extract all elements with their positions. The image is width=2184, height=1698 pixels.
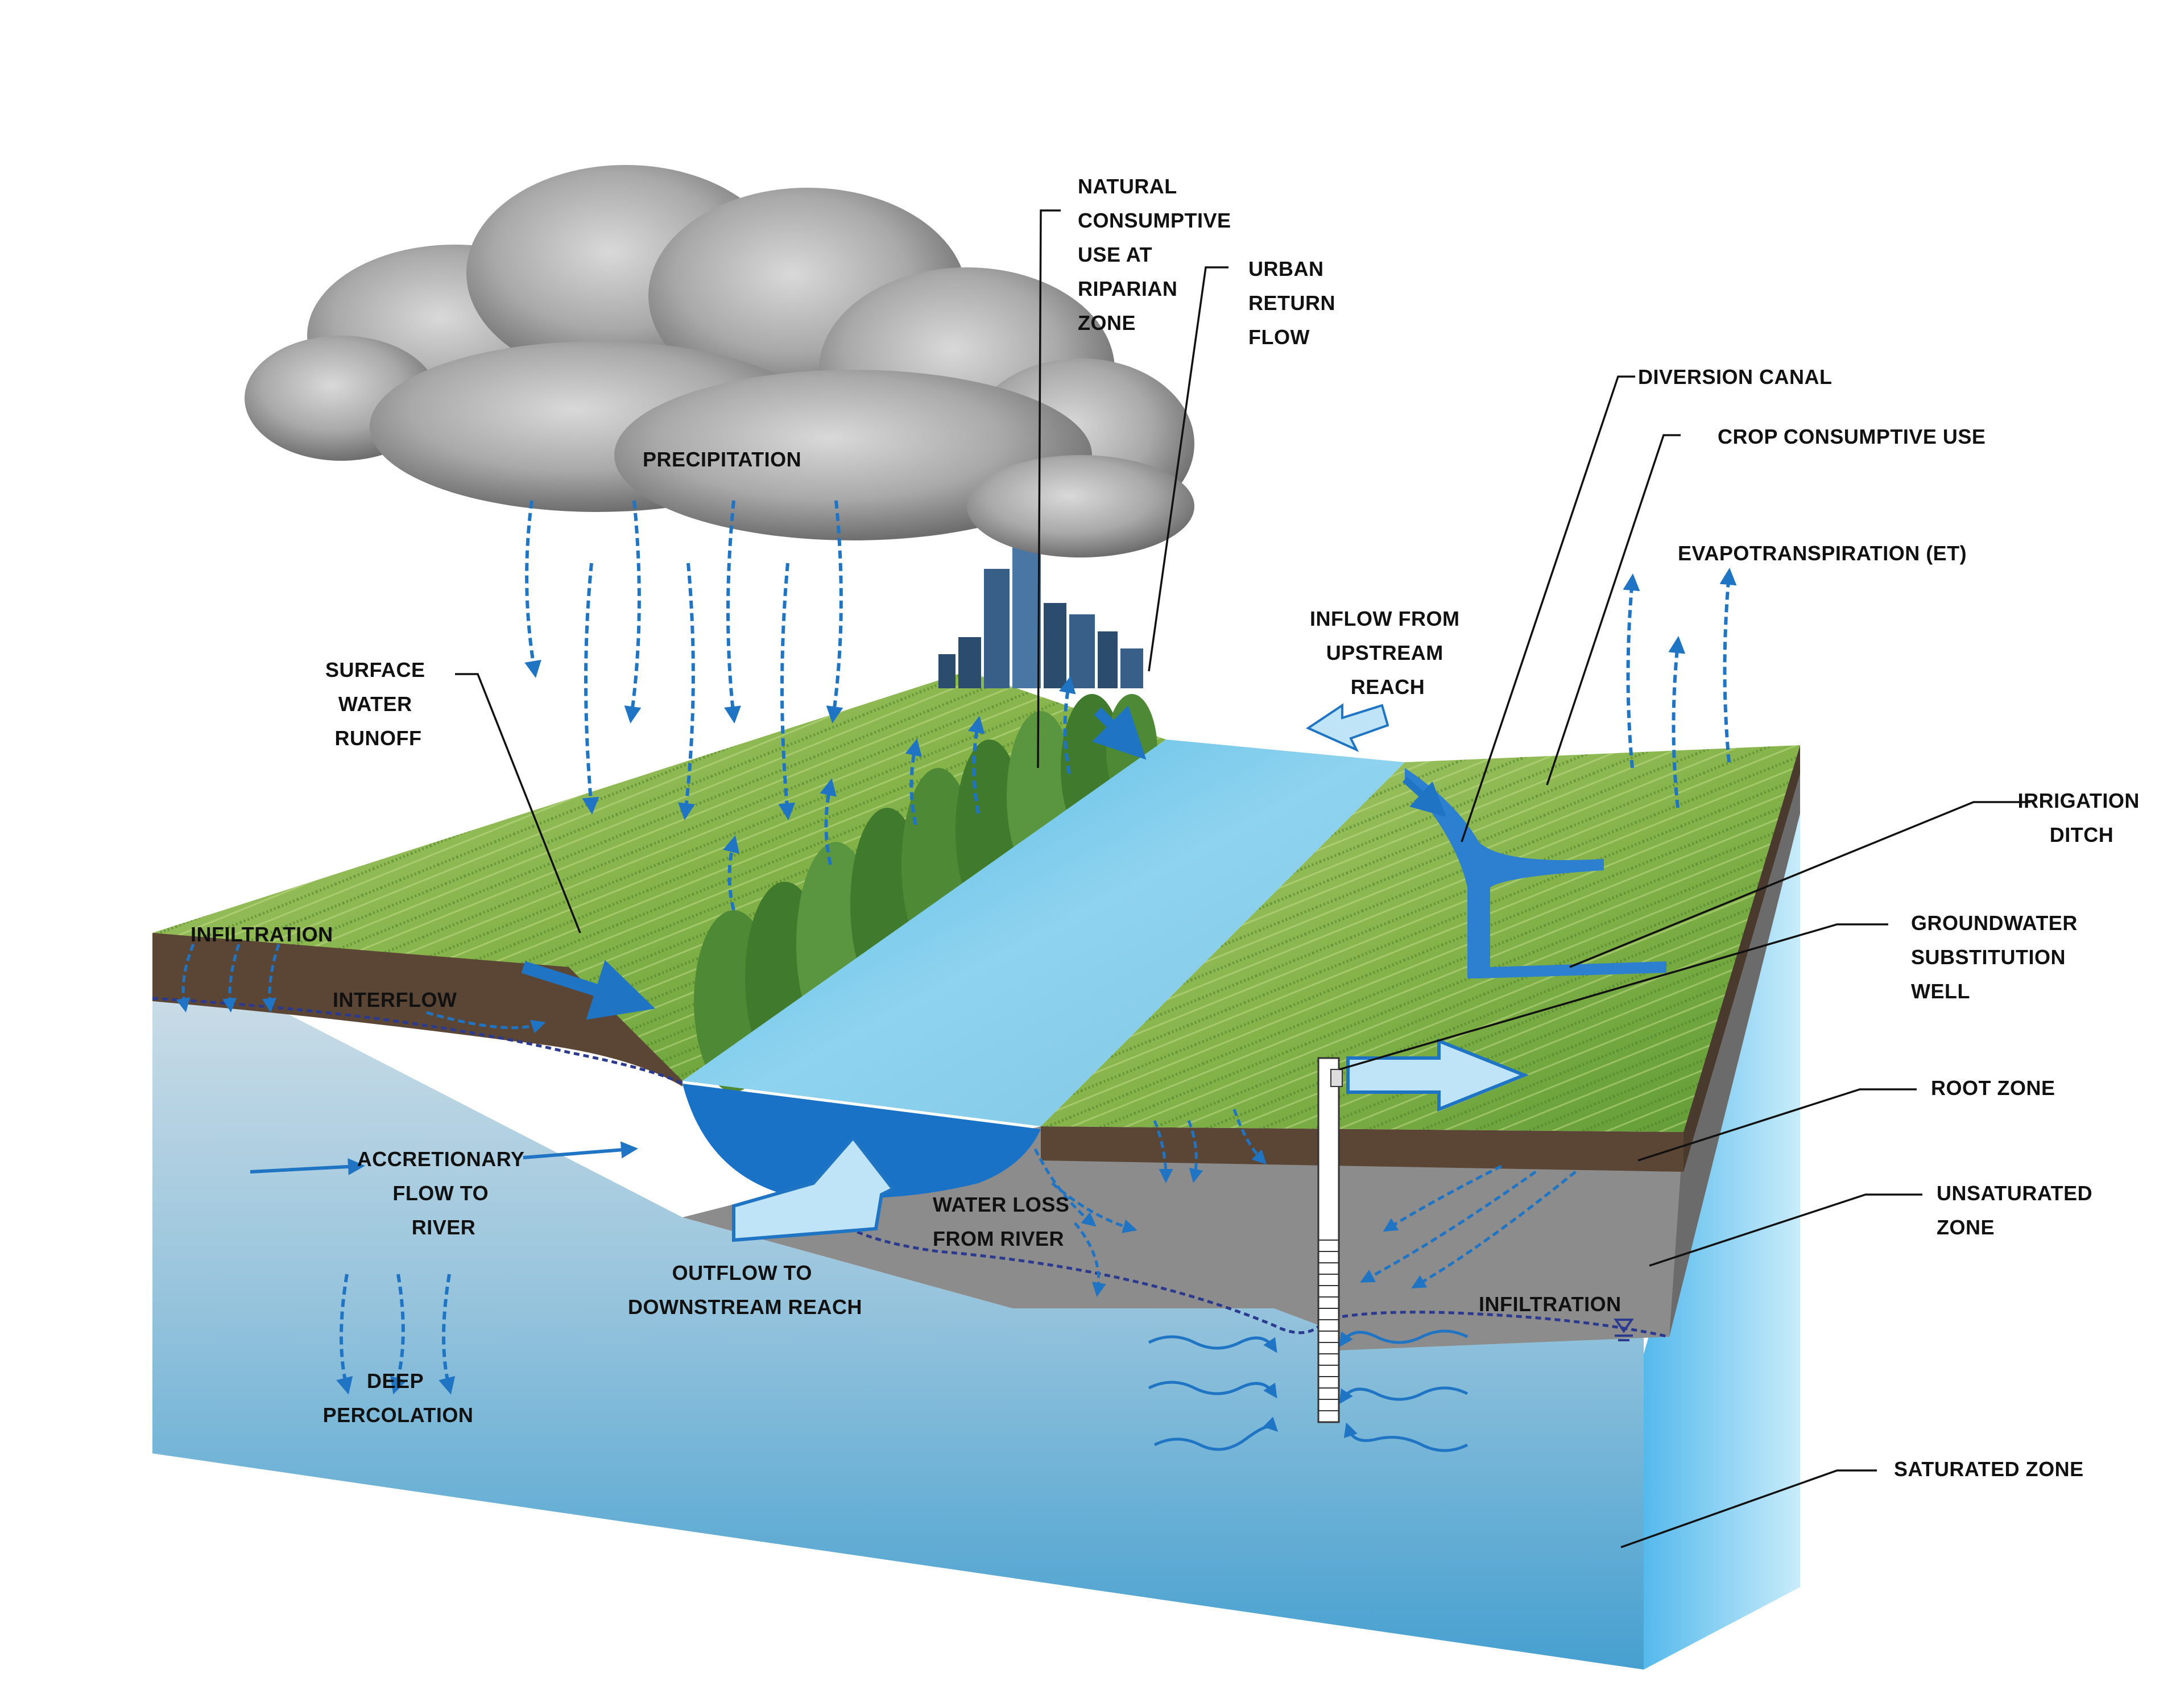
label-accretionary: ACCRETIONARY FLOW TO RIVER xyxy=(357,1147,531,1239)
urban-return-arrow xyxy=(1091,705,1147,760)
precipitation-arrow xyxy=(524,500,541,678)
label-deep-percolation: DEEP PERCOLATION xyxy=(323,1369,474,1427)
riparian-et-arrows xyxy=(723,676,1076,911)
leader-natural-consumptive xyxy=(1037,209,1061,769)
root-zone xyxy=(1041,1126,1684,1172)
river-channel xyxy=(682,1084,1041,1199)
well-outflow-arrow xyxy=(1346,1038,1529,1112)
well-casing-icon xyxy=(1317,1057,1343,1423)
label-irrigation-ditch: IRRIGATION DITCH xyxy=(2018,789,2146,846)
infiltration-left-arrows xyxy=(176,944,280,1013)
crop-et-arrows xyxy=(1623,568,1737,808)
precipitation-arrow xyxy=(582,563,599,815)
water-loss-arrows xyxy=(1033,1109,1267,1297)
label-precipitation: PRECIPITATION xyxy=(643,448,801,471)
outflow-downstream-arrow xyxy=(732,1135,896,1242)
label-diversion-canal: DIVERSION CANAL xyxy=(1638,365,1833,389)
precipitation-arrow xyxy=(826,500,843,724)
label-unsaturated-zone: UNSATURATED ZONE xyxy=(1937,1181,2099,1239)
river xyxy=(682,739,1405,1126)
label-infiltration-right: INFILTRATION xyxy=(1479,1292,1622,1316)
precipitation-arrow xyxy=(624,500,642,724)
leader-groundwater-well xyxy=(1339,923,1888,1071)
labels: PRECIPITATION NATURAL CONSUMPTIVE USE AT… xyxy=(191,175,2146,1481)
inflow-upstream-arrow xyxy=(1305,703,1389,753)
surface-runoff-arrow xyxy=(521,960,655,1020)
block-right-side-soil xyxy=(1669,745,1800,1337)
label-natural-consumptive: NATURAL CONSUMPTIVE USE AT RIPARIAN ZONE xyxy=(1078,175,1237,334)
canal-entry-arrow xyxy=(1402,776,1446,817)
label-crop-consumptive: CROP CONSUMPTIVE USE xyxy=(1718,425,1986,448)
label-water-loss: WATER LOSS FROM RIVER xyxy=(933,1193,1076,1250)
infiltration-right-arrows xyxy=(1360,1164,1577,1289)
city-skyline-icon xyxy=(938,546,1143,688)
label-groundwater-well: GROUNDWATER SUBSTITUTION WELL xyxy=(1911,911,2083,1003)
deep-percolation-arrows xyxy=(336,1274,456,1395)
water-table-symbol-icon xyxy=(1614,1319,1634,1341)
diversion-canal xyxy=(1405,768,1666,978)
precipitation-arrows xyxy=(524,500,843,820)
label-evapotranspiration: EVAPOTRANSPIRATION (ET) xyxy=(1678,542,1967,565)
leader-unsaturated-zone xyxy=(1649,1193,1922,1267)
label-urban-return: URBAN RETURN FLOW xyxy=(1248,257,1342,349)
saturated-zone-front xyxy=(152,944,1644,1670)
label-root-zone: ROOT ZONE xyxy=(1931,1076,2055,1100)
accretionary-arrows xyxy=(250,1141,638,1175)
water-table-line-right xyxy=(824,1211,1670,1338)
cloud-icon xyxy=(245,165,1194,557)
precipitation-arrow xyxy=(724,500,741,724)
leader-diversion-canal xyxy=(1461,375,1635,842)
root-zone-side xyxy=(1684,745,1800,1172)
leader-surface-runoff xyxy=(455,673,581,933)
water-table-line xyxy=(152,997,684,1085)
precipitation-arrow xyxy=(678,563,695,820)
precipitation-arrow xyxy=(778,563,796,820)
leader-crop-consumptive xyxy=(1546,434,1681,786)
interflow-arrow xyxy=(426,1011,546,1034)
label-infiltration-left: INFILTRATION xyxy=(191,923,333,946)
leader-irrigation-ditch xyxy=(1569,801,2030,968)
leader-root-zone xyxy=(1637,1088,1917,1162)
leader-lines xyxy=(455,209,2030,1548)
label-saturated-zone: SATURATED ZONE xyxy=(1894,1457,2084,1481)
label-outflow-downstream: OUTFLOW TO DOWNSTREAM REACH xyxy=(628,1261,862,1319)
label-interflow: INTERFLOW xyxy=(333,988,457,1011)
well-inflow-arrows xyxy=(1148,1329,1469,1452)
label-inflow-upstream: INFLOW FROM UPSTREAM REACH xyxy=(1310,607,1466,699)
leader-urban-return xyxy=(1148,266,1228,672)
label-surface-runoff: SURFACE WATER RUNOFF xyxy=(325,658,431,750)
leader-saturated-zone xyxy=(1620,1469,1877,1548)
